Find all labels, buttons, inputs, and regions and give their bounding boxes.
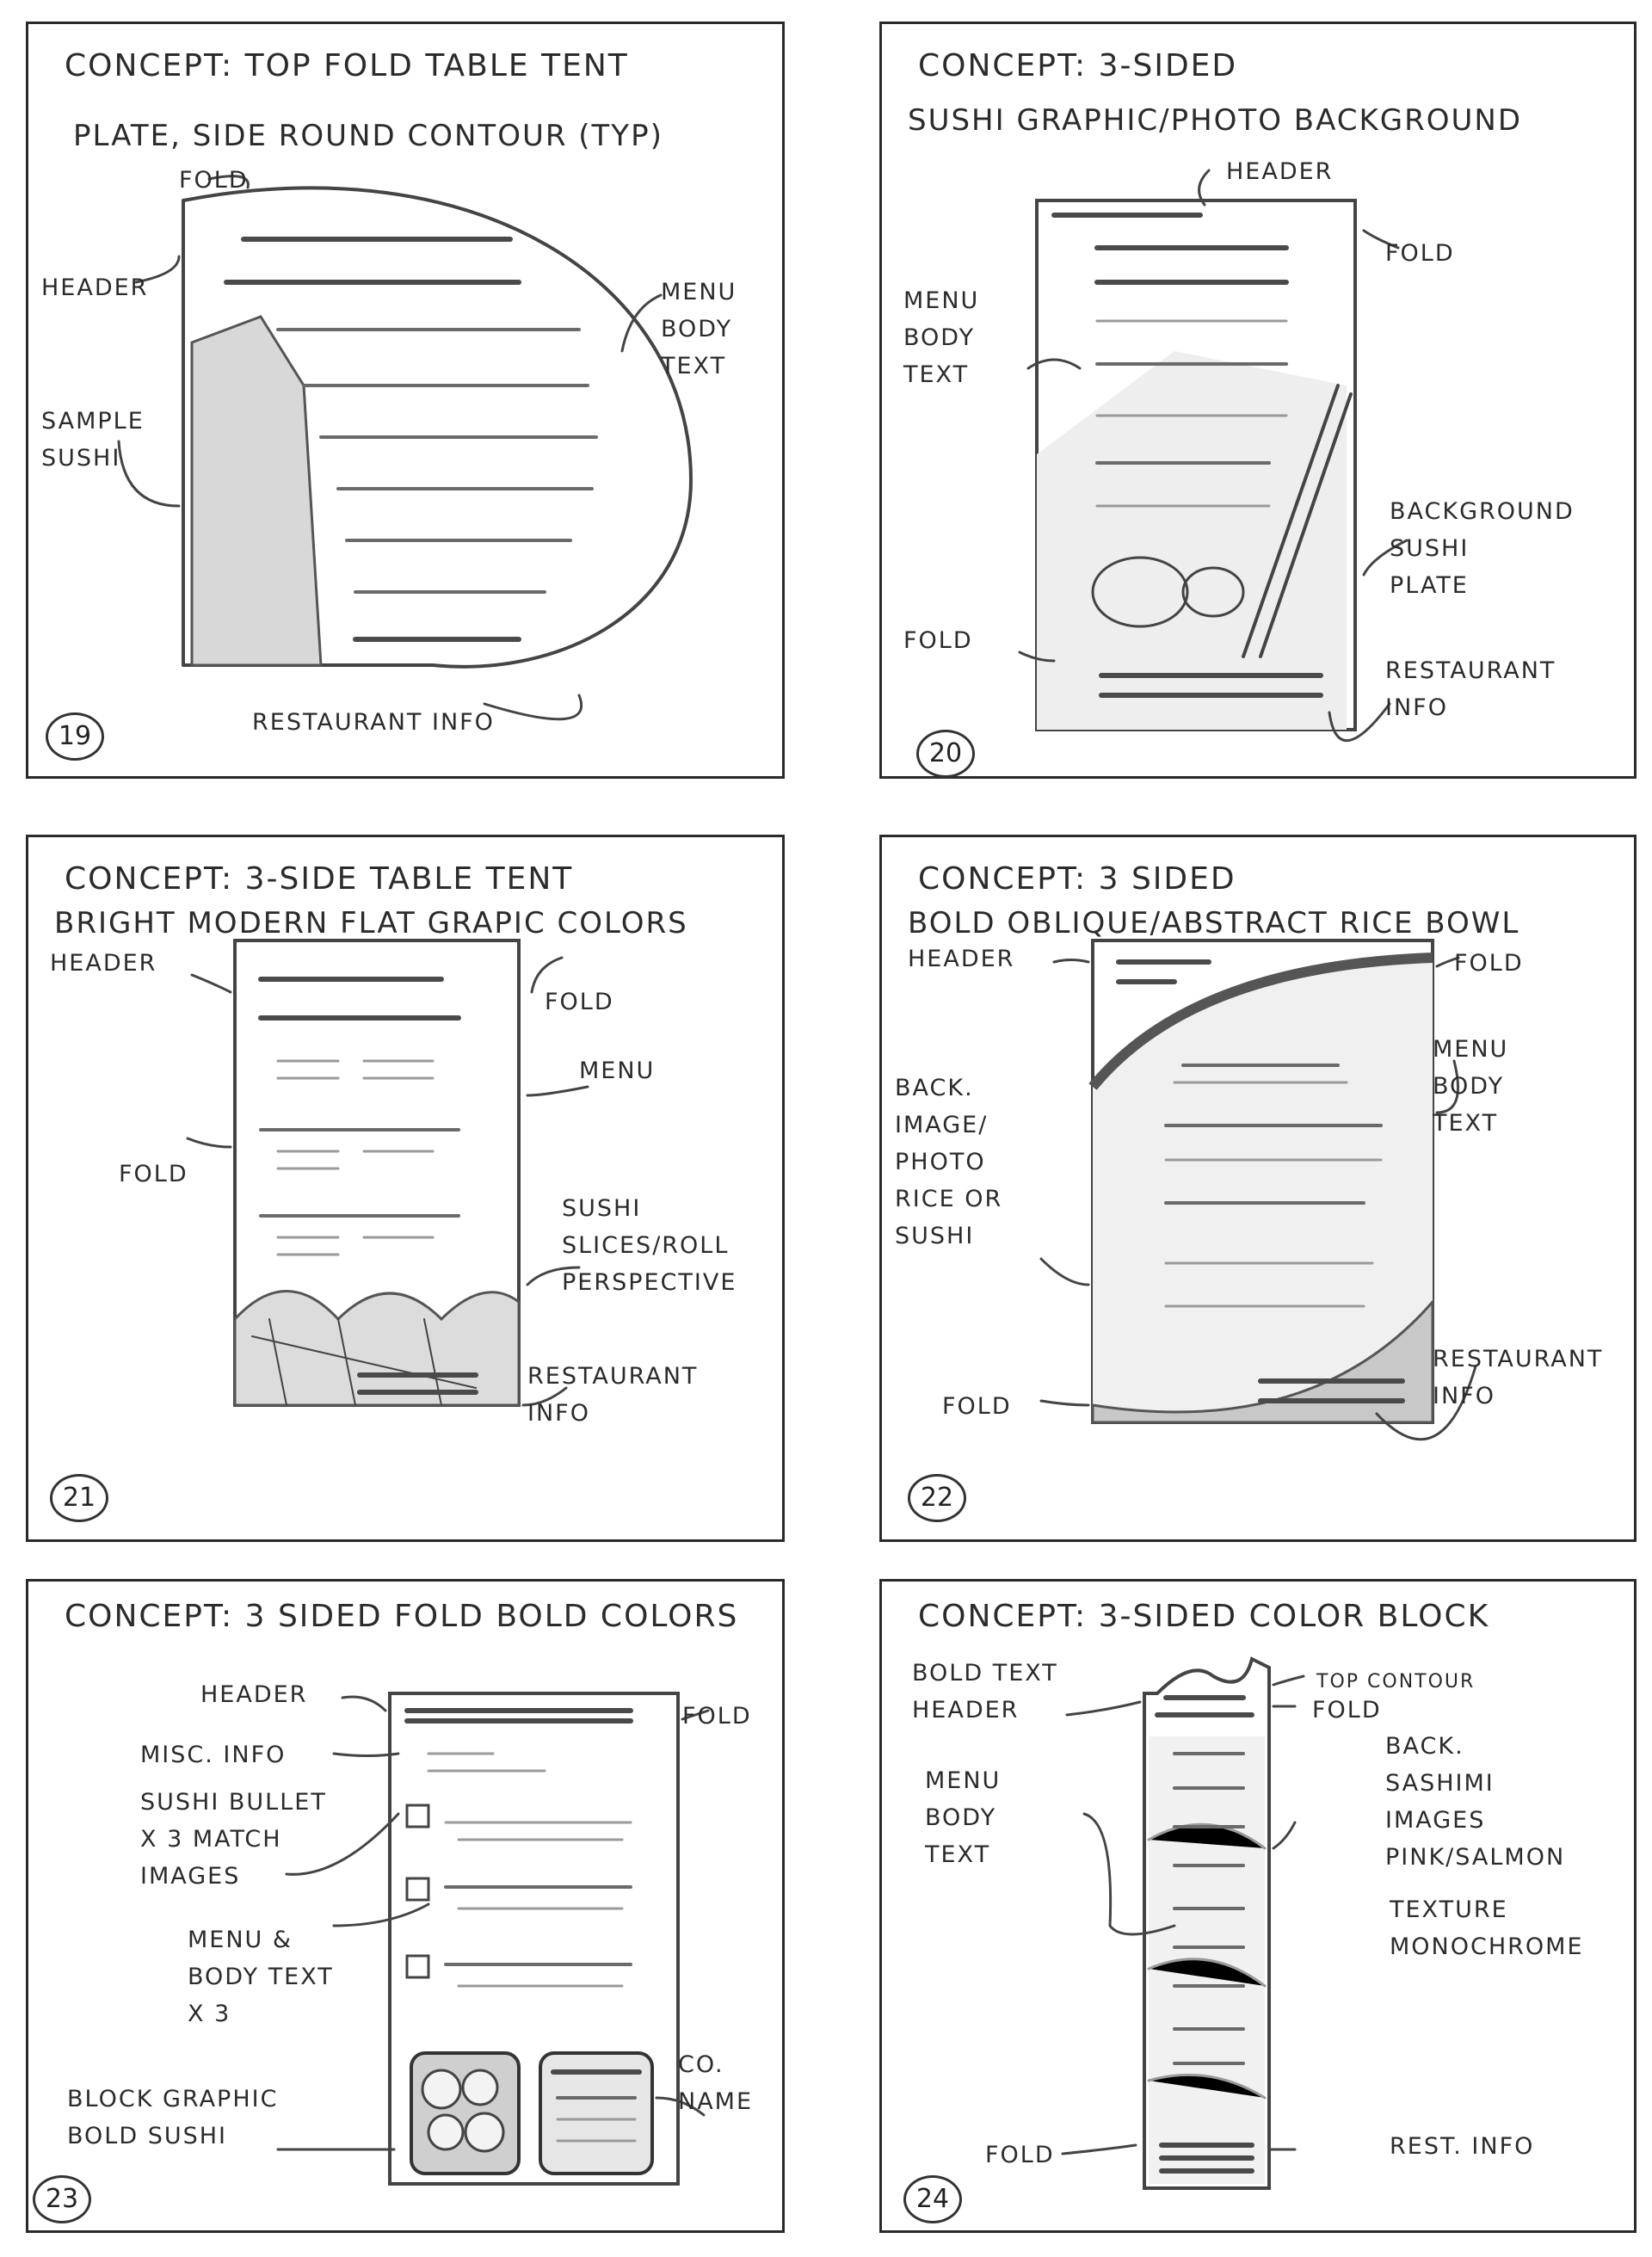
panel-subtitle: BRIGHT MODERN FLAT GRAPIC COLORS <box>54 906 688 940</box>
back-image-label: BACK. IMAGE/ PHOTO RICE OR SUSHI <box>895 1075 1003 1249</box>
header-label: HEADER <box>50 950 157 977</box>
panel-title: CONCEPT: 3-SIDE TABLE TENT <box>65 861 574 897</box>
panel-number: 23 <box>33 2175 91 2223</box>
menu-body-label: MENU & BODY TEXT X 3 <box>188 1927 334 2027</box>
co-name-label: CO. NAME <box>678 2051 754 2115</box>
bold-text-header-label: BOLD TEXT HEADER <box>912 1660 1058 1724</box>
panel-21: CONCEPT: 3-SIDE TABLE TENT BRIGHT MODERN… <box>26 835 785 1542</box>
restaurant-info-label: RESTAURANT INFO <box>252 709 495 736</box>
fold-top-label: FOLD <box>1312 1697 1382 1724</box>
fold-label: FOLD <box>179 167 249 194</box>
menu-body-label: MENU BODY TEXT <box>903 287 980 388</box>
fold-label: FOLD <box>682 1703 752 1730</box>
sketch-tent-background-plate <box>1018 169 1409 742</box>
panel-number: 19 <box>46 712 104 761</box>
panel-22: CONCEPT: 3 SIDED BOLD OBLIQUE/ABSTRACT R… <box>879 835 1637 1542</box>
texture-label: TEXTURE MONOCHROME <box>1390 1896 1584 1960</box>
panel-title: CONCEPT: 3-SIDED <box>918 48 1238 83</box>
panel-23: CONCEPT: 3 SIDED FOLD BOLD COLORS <box>26 1579 785 2233</box>
rest-info-label: REST. INFO <box>1390 2133 1535 2160</box>
fold-bottom-label: FOLD <box>903 627 973 654</box>
fold-side-label: FOLD <box>119 1161 188 1187</box>
panel-number: 21 <box>50 1474 108 1522</box>
panel-number: 20 <box>916 730 975 778</box>
restaurant-info-label: RESTAURANT INFO <box>527 1363 699 1427</box>
fold-top-label: FOLD <box>1454 950 1524 977</box>
panel-24: CONCEPT: 3-SIDED COLOR BLOCK <box>879 1579 1637 2233</box>
fold-top-label: FOLD <box>545 989 614 1015</box>
sushi-bullet-label: SUSHI BULLET X 3 MATCH IMAGES <box>140 1789 327 1890</box>
panel-19: CONCEPT: TOP FOLD TABLE TENT PLATE, SIDE… <box>26 22 785 779</box>
panel-20: CONCEPT: 3-SIDED SUSHI GRAPHIC/PHOTO BAC… <box>879 22 1637 779</box>
header-label: HEADER <box>908 946 1015 972</box>
back-sashimi-label: BACK. SASHIMI IMAGES PINK/SALMON <box>1385 1733 1566 1871</box>
sketch-tent-sushi-rolls <box>186 939 589 1407</box>
block-graphic-label: BLOCK GRAPHIC BOLD SUSHI <box>67 2086 279 2149</box>
header-label: HEADER <box>200 1681 308 1708</box>
sushi-label: SUSHI SLICES/ROLL PERSPECTIVE <box>562 1195 737 1296</box>
restaurant-info-label: RESTAURANT INFO <box>1433 1346 1604 1409</box>
panel-subtitle: BOLD OBLIQUE/ABSTRACT RICE BOWL <box>908 906 1520 940</box>
panel-title: CONCEPT: 3-SIDED COLOR BLOCK <box>918 1599 1490 1634</box>
fold-bottom-label: FOLD <box>942 1393 1012 1420</box>
panel-title: CONCEPT: 3 SIDED FOLD BOLD COLORS <box>65 1599 739 1634</box>
header-label: HEADER <box>1226 158 1334 185</box>
fold-top-label: FOLD <box>1385 240 1455 267</box>
top-contour-label: TOP CONTOUR <box>1316 1671 1476 1693</box>
sketch-tent-bold-colors <box>276 1692 710 2186</box>
header-label: HEADER <box>41 274 149 301</box>
panel-title: CONCEPT: 3 SIDED <box>918 861 1236 897</box>
misc-info-label: MISC. INFO <box>140 1742 287 1768</box>
fold-bottom-label: FOLD <box>985 2142 1055 2168</box>
panel-title: CONCEPT: TOP FOLD TABLE TENT <box>65 48 629 83</box>
menu-body-label: MENU BODY TEXT <box>661 279 737 379</box>
menu-body-label: MENU BODY TEXT <box>1433 1036 1509 1137</box>
sketch-plate-menu <box>117 175 693 721</box>
panel-number: 24 <box>903 2175 962 2223</box>
restaurant-info-label: RESTAURANT INFO <box>1385 657 1556 721</box>
menu-label: MENU <box>579 1058 656 1084</box>
sample-sushi-label: SAMPLE SUSHI <box>41 408 145 472</box>
panel-number: 22 <box>908 1474 966 1522</box>
panel-subtitle: SUSHI GRAPHIC/PHOTO BACKGROUND <box>908 103 1523 138</box>
panel-subtitle: PLATE, SIDE ROUND CONTOUR (TYP) <box>73 119 663 153</box>
menu-body-label: MENU BODY TEXT <box>925 1767 1002 1868</box>
sketch-tent-rice-bowl <box>1039 939 1477 1441</box>
sketch-tent-color-block <box>1061 1656 1305 2190</box>
background-label: BACKGROUND SUSHI PLATE <box>1390 498 1575 599</box>
